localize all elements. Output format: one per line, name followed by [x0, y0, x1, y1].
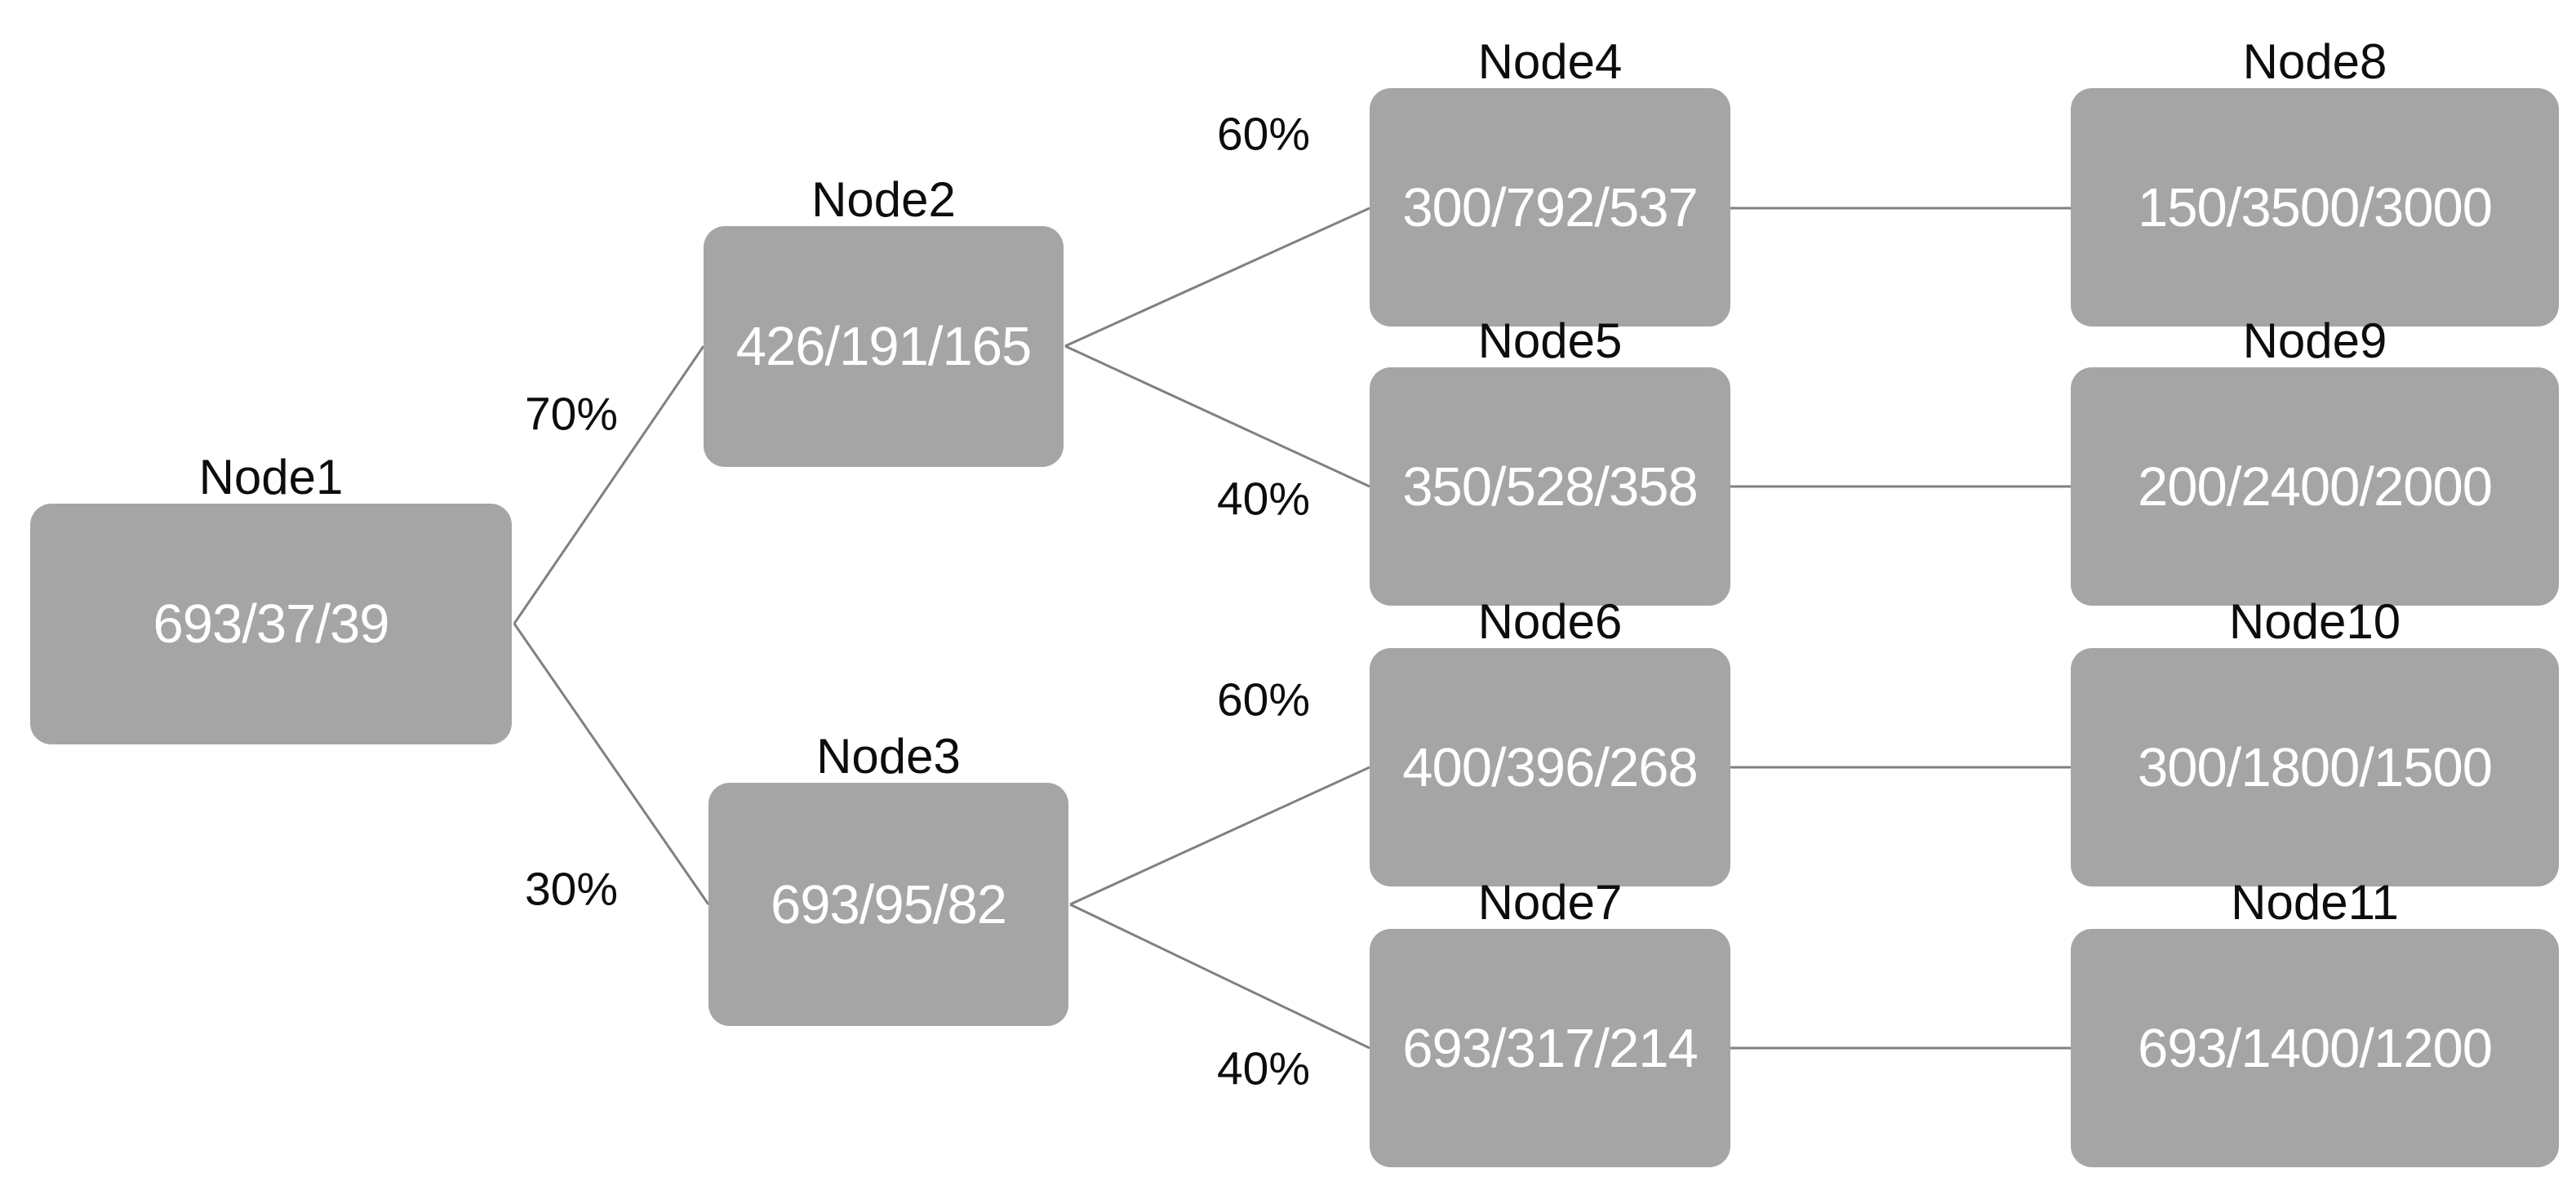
node-box-node1[interactable]: 693/37/39 — [30, 504, 512, 744]
node-box-node5[interactable]: 350/528/358 — [1370, 367, 1730, 606]
node-label-node1: Node1 — [198, 450, 344, 504]
node-value-node5: 350/528/358 — [1402, 455, 1699, 518]
node-box-node7[interactable]: 693/317/214 — [1370, 929, 1730, 1167]
node-value-node10: 300/1800/1500 — [2137, 736, 2493, 798]
edge-node1-to-node2 — [513, 345, 705, 624]
node-box-node4[interactable]: 300/792/537 — [1370, 88, 1730, 327]
node-label-node6: Node6 — [1477, 594, 1623, 649]
node-value-node9: 200/2400/2000 — [2137, 455, 2493, 518]
node-label-node2: Node2 — [811, 172, 956, 227]
node-value-node8: 150/3500/3000 — [2137, 176, 2493, 238]
node-label-node8: Node8 — [2242, 34, 2387, 89]
node-box-node9[interactable]: 200/2400/2000 — [2071, 367, 2559, 606]
node-value-node11: 693/1400/1200 — [2137, 1017, 2493, 1079]
edge-label-node2-to-node4: 60% — [1216, 108, 1311, 161]
node-label-node11: Node11 — [2231, 875, 2399, 930]
node-box-node6[interactable]: 400/396/268 — [1370, 648, 1730, 886]
edge-label-node3-to-node6: 60% — [1216, 673, 1311, 726]
node-value-node2: 426/191/165 — [735, 316, 1033, 377]
node-label-node9: Node9 — [2242, 313, 2387, 368]
node-value-node1: 693/37/39 — [153, 593, 389, 655]
node-box-node2[interactable]: 426/191/165 — [704, 226, 1064, 467]
node-box-node11[interactable]: 693/1400/1200 — [2071, 929, 2559, 1167]
node-label-node7: Node7 — [1477, 875, 1623, 930]
node-box-node3[interactable]: 693/95/82 — [708, 783, 1068, 1026]
edge-node2-to-node4 — [1064, 207, 1370, 348]
edge-node3-to-node6 — [1069, 766, 1370, 906]
node-label-node3: Node3 — [816, 729, 961, 784]
node-box-node10[interactable]: 300/1800/1500 — [2071, 648, 2559, 886]
edge-label-node2-to-node5: 40% — [1216, 473, 1311, 526]
edge-label-node3-to-node7: 40% — [1216, 1042, 1311, 1095]
edge-label-node1-to-node2: 70% — [524, 388, 619, 441]
node-box-node8[interactable]: 150/3500/3000 — [2071, 88, 2559, 327]
node-value-node3: 693/95/82 — [770, 873, 1007, 935]
node-value-node7: 693/317/214 — [1402, 1017, 1699, 1079]
edge-node2-to-node5 — [1064, 344, 1370, 488]
edge-node3-to-node7 — [1069, 903, 1370, 1050]
node-label-node5: Node5 — [1477, 313, 1623, 368]
edge-node1-to-node3 — [513, 623, 710, 905]
node-value-node4: 300/792/537 — [1402, 176, 1699, 238]
node-label-node4: Node4 — [1477, 34, 1623, 89]
node-value-node6: 400/396/268 — [1402, 736, 1699, 798]
node-label-node10: Node10 — [2228, 594, 2401, 649]
edge-label-node1-to-node3: 30% — [524, 863, 619, 916]
